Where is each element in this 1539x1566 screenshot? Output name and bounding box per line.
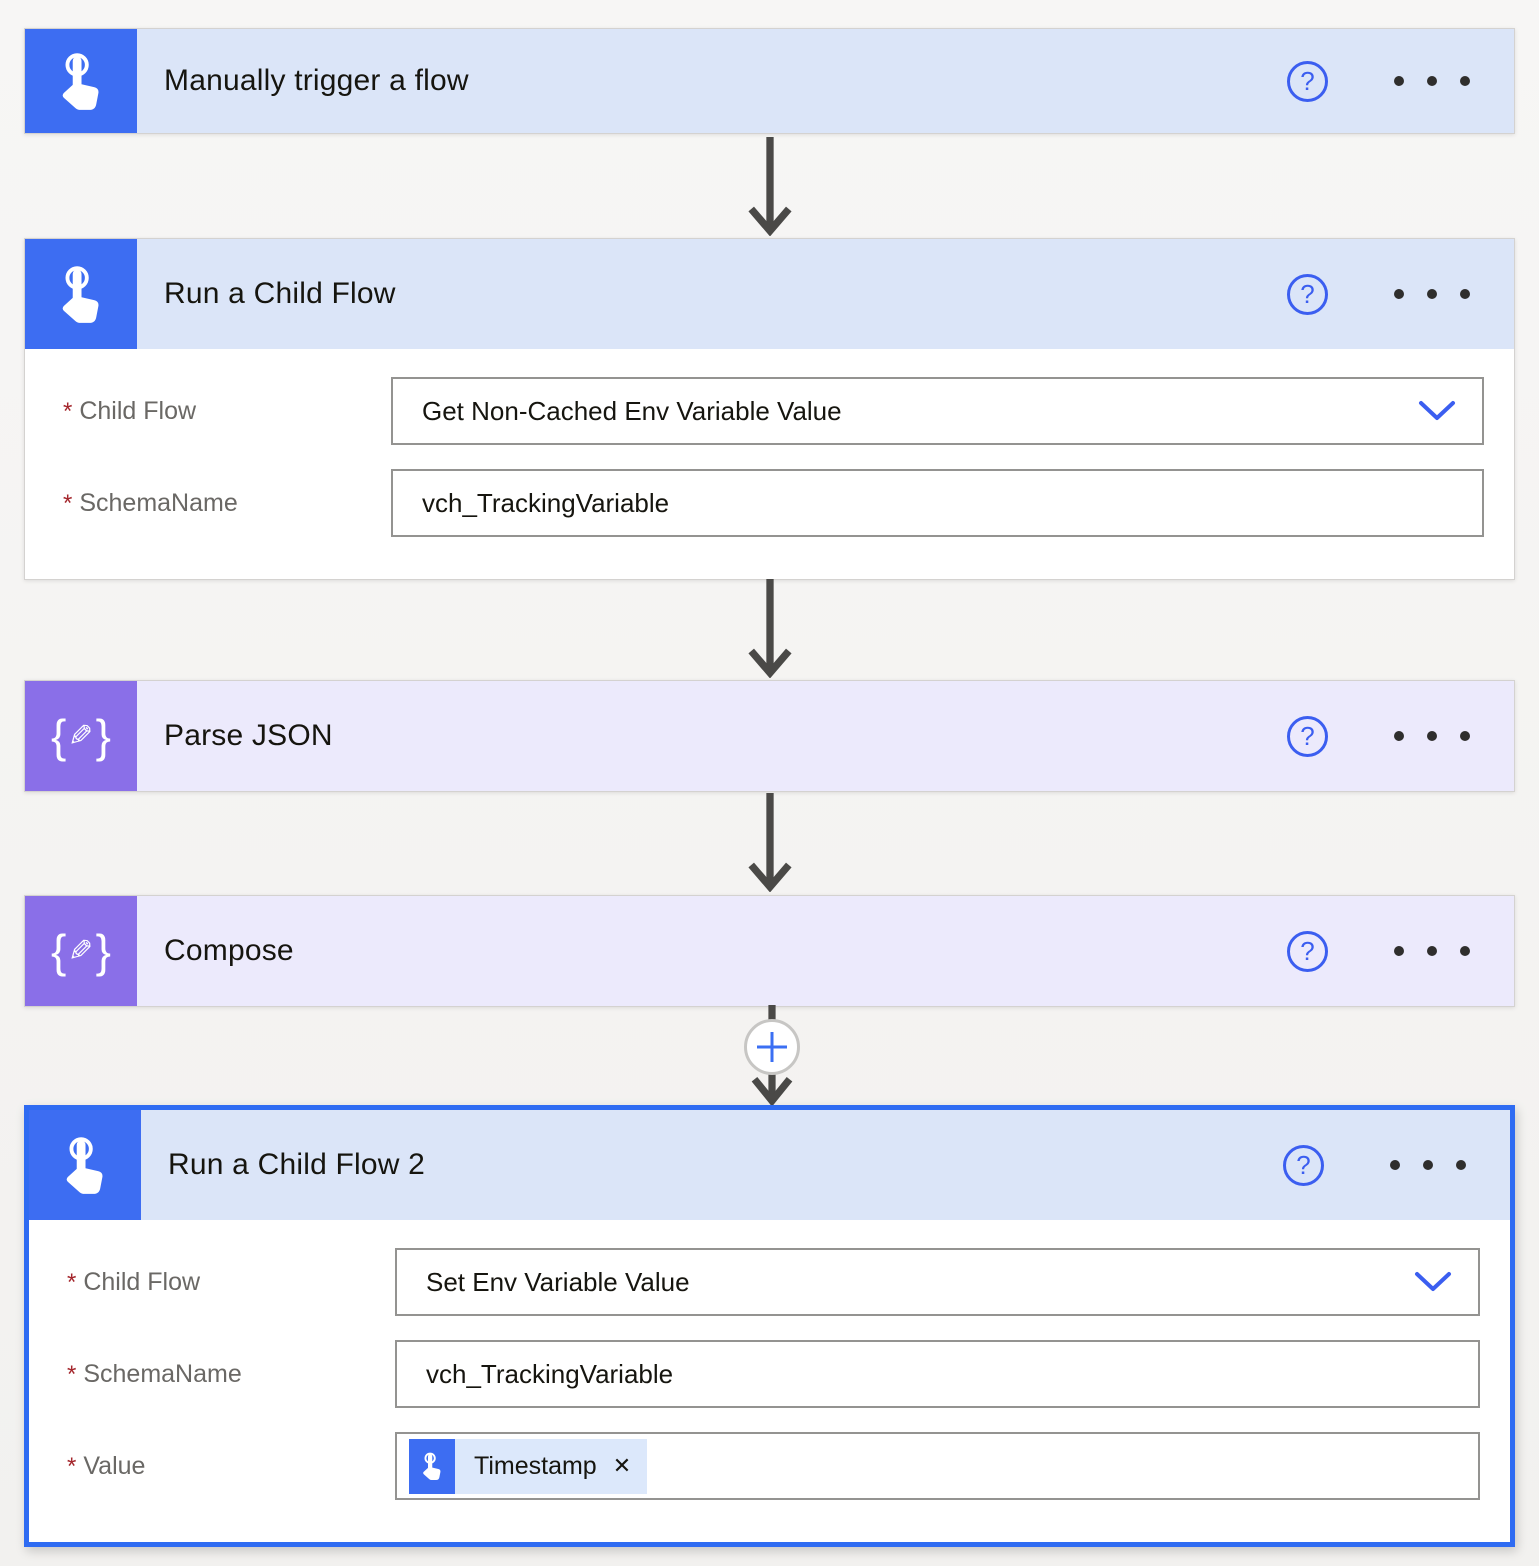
card-header-run-a-child-flow-2[interactable]: Run a Child Flow 2 ?	[29, 1110, 1510, 1220]
card-title: Manually trigger a flow	[164, 64, 469, 97]
menu-ellipsis-icon[interactable]	[1388, 1154, 1468, 1176]
connector-arrow	[746, 136, 794, 241]
data-operation-icon: {✎}	[25, 681, 137, 791]
help-icon[interactable]: ?	[1287, 715, 1328, 757]
connector-arrow	[746, 792, 794, 897]
card-header-manually-trigger[interactable]: Manually trigger a flow ?	[25, 29, 1514, 133]
child-flow-dropdown[interactable]: Set Env Variable Value	[395, 1248, 1480, 1316]
field-label-value: *Value	[67, 1451, 146, 1480]
action-card-compose: {✎} Compose ?	[24, 895, 1515, 1007]
data-operation-icon: {✎}	[25, 896, 137, 1006]
connector-arrow	[746, 578, 794, 683]
child-flow-icon	[25, 239, 137, 349]
schemaname-input[interactable]: vch_TrackingVariable	[395, 1340, 1480, 1408]
chevron-down-icon	[1415, 1272, 1451, 1291]
field-label-schemaname: *SchemaName	[67, 1359, 242, 1388]
dropdown-value: Set Env Variable Value	[426, 1266, 690, 1297]
menu-ellipsis-icon[interactable]	[1392, 283, 1472, 305]
input-value: vch_TrackingVariable	[426, 1358, 674, 1389]
menu-ellipsis-icon[interactable]	[1392, 725, 1472, 747]
card-title: Run a Child Flow	[164, 277, 396, 310]
help-icon[interactable]: ?	[1287, 60, 1328, 102]
remove-token-icon[interactable]: ✕	[612, 1453, 632, 1478]
help-icon[interactable]: ?	[1283, 1144, 1324, 1186]
timestamp-token[interactable]: Timestamp ✕	[409, 1438, 648, 1494]
insert-step-plus-button[interactable]	[744, 1019, 800, 1075]
child-flow-dropdown[interactable]: Get Non-Cached Env Variable Value	[391, 377, 1484, 445]
value-input[interactable]: Timestamp ✕	[395, 1432, 1480, 1500]
input-value: vch_TrackingVariable	[422, 487, 670, 518]
help-icon[interactable]: ?	[1287, 930, 1328, 972]
field-label-child-flow: *Child Flow	[67, 1267, 201, 1296]
card-title: Parse JSON	[164, 719, 333, 752]
field-label-schemaname: *SchemaName	[63, 488, 238, 517]
action-card-parse-json: {✎} Parse JSON ?	[24, 680, 1515, 792]
token-label: Timestamp	[474, 1451, 597, 1480]
dropdown-value: Get Non-Cached Env Variable Value	[422, 395, 842, 426]
card-title: Run a Child Flow 2	[168, 1148, 426, 1181]
action-card-manually-trigger: Manually trigger a flow ?	[24, 28, 1515, 134]
card-header-compose[interactable]: {✎} Compose ?	[25, 896, 1514, 1006]
field-label-child-flow: *Child Flow	[63, 396, 197, 425]
token-source-icon	[409, 1438, 455, 1494]
menu-ellipsis-icon[interactable]	[1392, 940, 1472, 962]
chevron-down-icon	[1419, 401, 1455, 420]
card-title: Compose	[164, 934, 294, 967]
action-card-run-a-child-flow-2: Run a Child Flow 2 ? *Child Flow Set Env…	[24, 1105, 1515, 1547]
schemaname-input[interactable]: vch_TrackingVariable	[391, 469, 1484, 537]
card-header-parse-json[interactable]: {✎} Parse JSON ?	[25, 681, 1514, 791]
help-icon[interactable]: ?	[1287, 273, 1328, 315]
manual-trigger-icon	[25, 29, 137, 133]
menu-ellipsis-icon[interactable]	[1392, 70, 1472, 92]
insert-step-zone	[741, 1005, 803, 1105]
card-header-run-a-child-flow[interactable]: Run a Child Flow ?	[25, 239, 1514, 349]
action-card-run-a-child-flow: Run a Child Flow ? *Child Flow Get Non-C…	[24, 238, 1515, 580]
child-flow-icon	[29, 1110, 141, 1220]
